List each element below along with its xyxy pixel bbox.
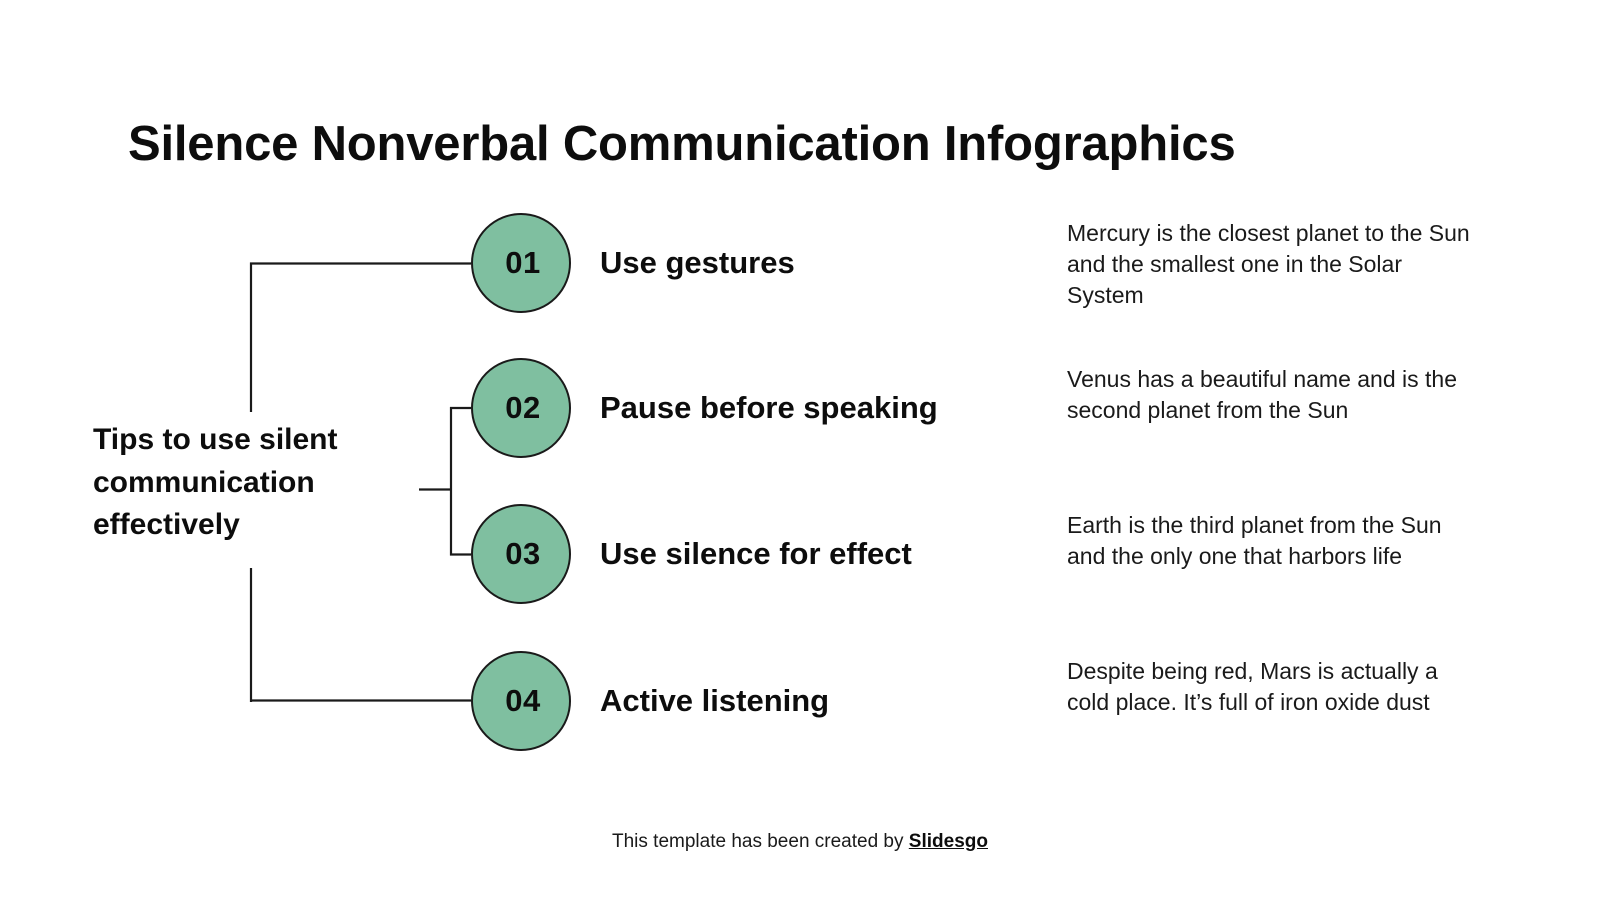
step-description-01: Mercury is the closest planet to the Sun… (1067, 220, 1470, 308)
step-circle-03[interactable]: 03 (471, 504, 571, 604)
page-title: Silence Nonverbal Communication Infograp… (128, 116, 1236, 171)
step-description-04: Despite being red, Mars is actually a co… (1067, 658, 1438, 715)
footer-text: This template has been created by (612, 831, 909, 852)
step-description-02: Venus has a beautiful name and is the se… (1067, 366, 1458, 423)
step-description-03: Earth is the third planet from the Sun a… (1067, 512, 1442, 569)
step-label-03: Use silence for effect (600, 535, 912, 571)
step-item-04[interactable]: 04 Active listening (471, 651, 829, 751)
step-circle-04[interactable]: 04 (471, 651, 571, 751)
step-number-02: 02 (505, 390, 541, 425)
step-circle-01[interactable]: 01 (471, 213, 571, 313)
step-number-04: 04 (505, 683, 541, 718)
step-item-01[interactable]: 01 Use gestures (471, 213, 795, 313)
step-circle-02[interactable]: 02 (471, 358, 571, 458)
step-number-03: 03 (505, 536, 541, 571)
footer: This template has been created by Slides… (0, 831, 1600, 853)
step-item-03[interactable]: 03 Use silence for effect (471, 504, 912, 604)
slidesgo-link[interactable]: Slidesgo (908, 831, 988, 852)
step-label-04: Active listening (600, 682, 830, 718)
step-label-01: Use gestures (600, 244, 795, 280)
root-label: Tips to use silent communication effecti… (93, 423, 338, 542)
step-item-02[interactable]: 02 Pause before speaking (471, 358, 938, 458)
step-label-02: Pause before speaking (600, 389, 938, 425)
step-number-01: 01 (505, 245, 541, 280)
